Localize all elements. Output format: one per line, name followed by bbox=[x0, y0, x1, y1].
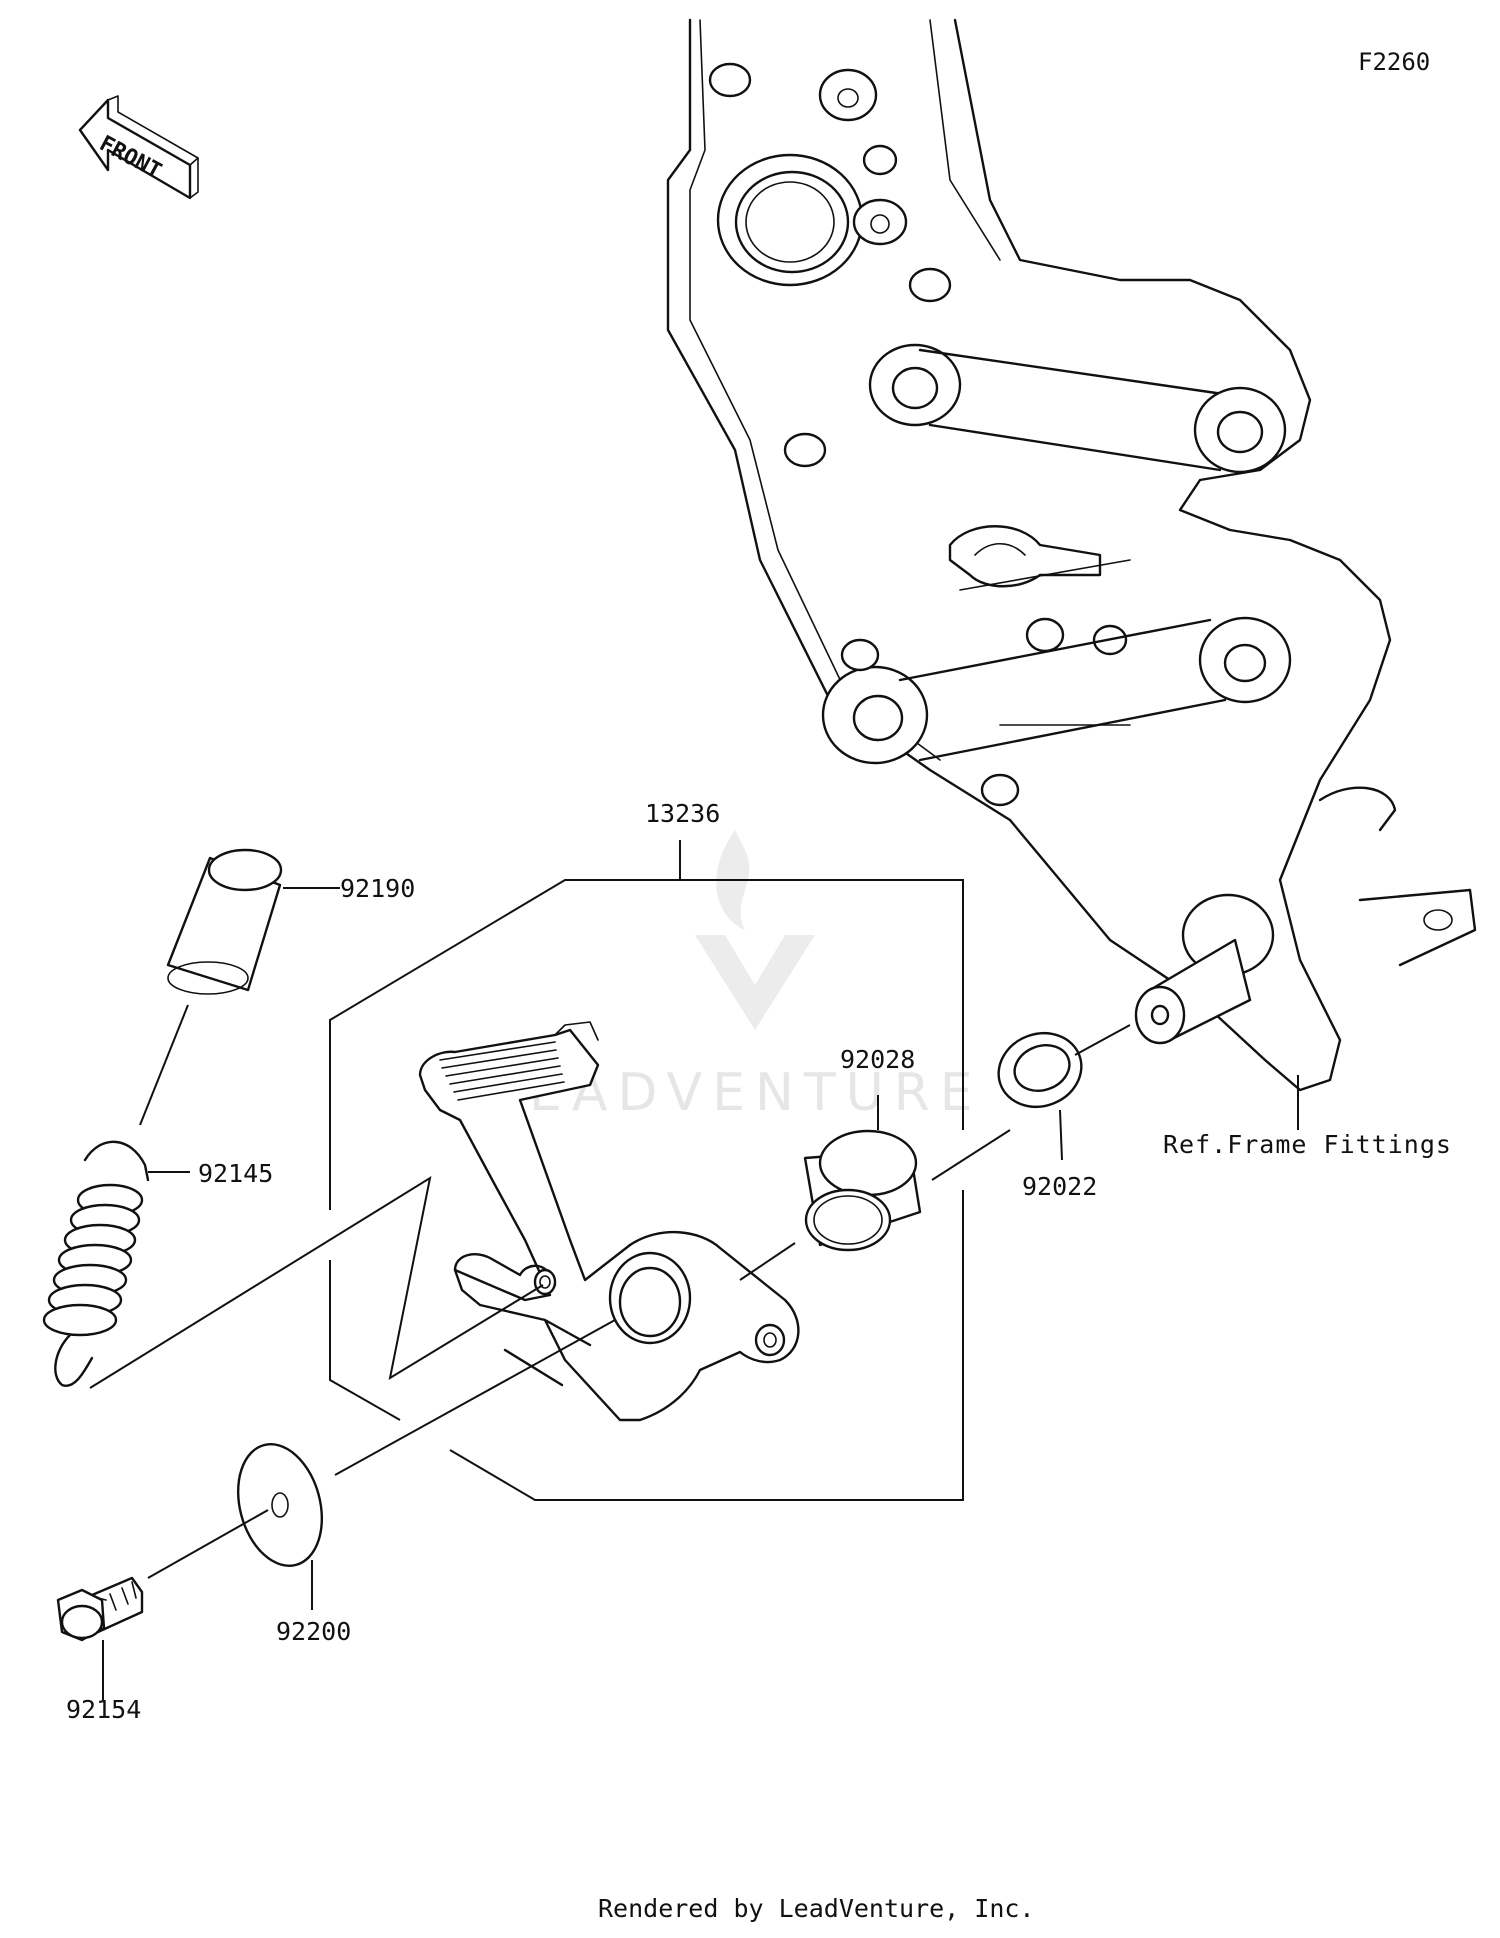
part-92028-label: 92028 bbox=[840, 1045, 915, 1074]
part-92190-label: 92190 bbox=[340, 874, 415, 903]
part-92200-washer bbox=[147, 1319, 616, 1610]
part-92145-label: 92145 bbox=[198, 1159, 273, 1188]
part-92145-spring bbox=[42, 1140, 190, 1387]
assembly-bracket-13236 bbox=[329, 840, 964, 1501]
part-13236-label: 13236 bbox=[645, 799, 720, 828]
part-92190-collar bbox=[139, 848, 340, 1126]
part-92022-label: 92022 bbox=[1022, 1172, 1097, 1201]
part-92200-label: 92200 bbox=[276, 1617, 351, 1646]
brake-pedal bbox=[418, 1021, 800, 1422]
spring-hook-line bbox=[89, 1175, 544, 1389]
front-arrow-icon: FRONT bbox=[78, 95, 199, 200]
footer-credit: Rendered by LeadVenture, Inc. bbox=[598, 1894, 1035, 1923]
diagram-code: F2260 bbox=[1358, 48, 1430, 76]
part-92154-bolt bbox=[56, 1576, 144, 1700]
frame-fitting bbox=[666, 18, 1477, 1130]
ref-frame-fittings-label: Ref.Frame Fittings bbox=[1163, 1130, 1452, 1159]
part-92154-label: 92154 bbox=[66, 1695, 141, 1724]
part-92022-washer bbox=[997, 1024, 1131, 1161]
part-92028-bushing bbox=[739, 1095, 1011, 1281]
